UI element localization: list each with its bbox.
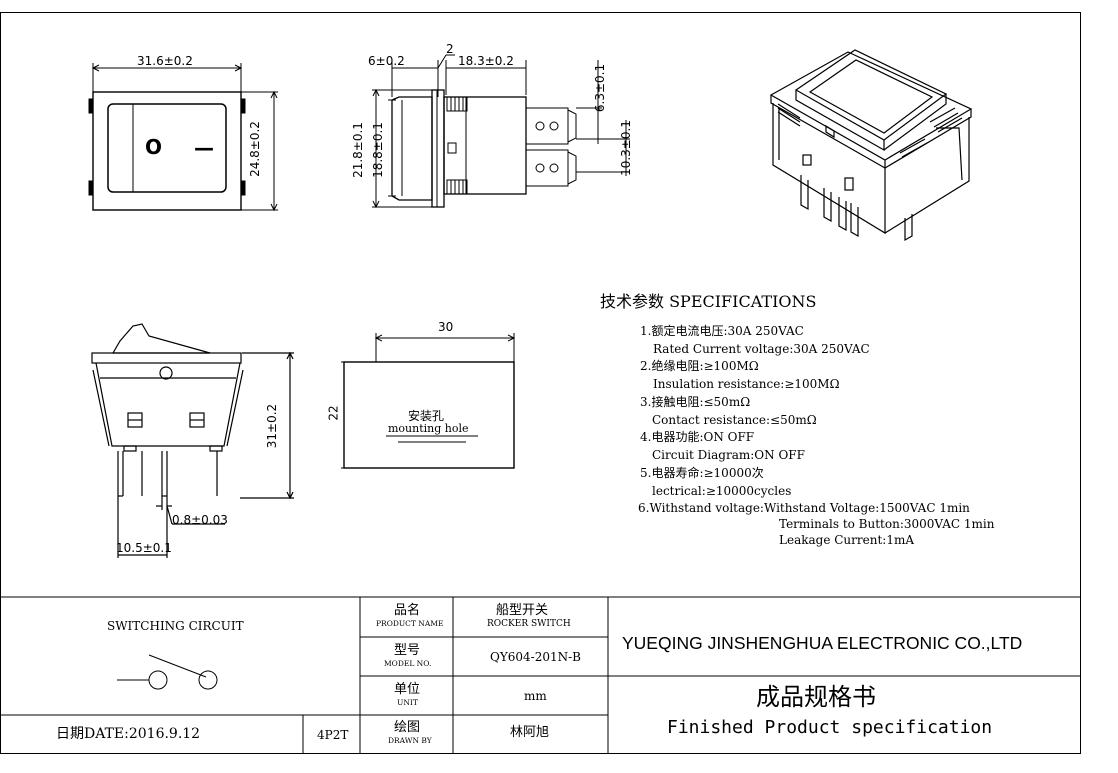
company-name: YUEQING JINSHENGHUA ELECTRONIC CO.,LTD (622, 633, 1023, 653)
date-label: 日期DATE:2016.9.12 (56, 726, 201, 742)
bottom-view (91, 323, 294, 558)
side-dim-right-top: 6.3±0.1 (593, 63, 608, 113)
product-value-en: ROCKER SWITCH (487, 619, 571, 629)
spec-line-1: 1.额定电流电压:30A 250VAC (640, 324, 804, 338)
mounting-hole-label-cn: 安装孔 (408, 409, 445, 423)
off-symbol: O (145, 135, 163, 159)
drawn-value: 林阿旭 (510, 725, 550, 740)
spec-line-11: 6.Withstand voltage:Withstand Voltage:15… (638, 501, 970, 515)
spec-line-12: Terminals to Button:3000VAC 1min (779, 517, 995, 531)
front-height-dim: 24.8±0.2 (247, 121, 262, 177)
spec-line-3: 2.绝缘电阻:≥100MΩ (640, 359, 759, 373)
unit-en: UNIT (397, 698, 418, 707)
pin-pitch-dim: 10.5±0.1 (116, 541, 172, 555)
drawn-cn: 绘图 (394, 720, 421, 735)
model-cn: 型号 (394, 643, 421, 658)
spec-line-5: 3.接触电阻:≤50mΩ (640, 395, 751, 409)
specifications-title: 技术参数 SPECIFICATIONS (600, 292, 817, 311)
side-dim-left-outer: 21.8±0.1 (350, 122, 365, 178)
hole-height-dim: 22 (326, 405, 341, 421)
front-width-dim: 31.6±0.2 (137, 54, 193, 68)
unit-value: mm (524, 689, 547, 703)
pin-width-dim: 0.8±0.03 (172, 513, 228, 527)
side-view (372, 54, 630, 209)
spec-line-7: 4.电器功能:ON OFF (640, 430, 755, 444)
hole-width-dim: 30 (438, 320, 454, 334)
model-value: QY604-201N-B (490, 650, 581, 664)
product-name-cn: 品名 (394, 603, 421, 618)
side-dim-right-bottom: 10.3±0.1 (618, 120, 633, 176)
spec-line-6: Contact resistance:≤50mΩ (652, 413, 817, 427)
title-block (0, 596, 1081, 753)
spec-line-9: 5.电器寿命:≥10000次 (640, 466, 764, 480)
document-title-en: Finished Product specification (667, 717, 993, 738)
side-dim-top-small: 2 (446, 42, 454, 56)
spec-line-4: Insulation resistance:≥100MΩ (653, 377, 840, 391)
sheet-code: 4P2T (317, 728, 349, 742)
switching-circuit-label: SWITCHING CIRCUIT (107, 619, 244, 633)
mounting-hole-label-en: mounting hole (388, 422, 469, 435)
spec-line-8: Circuit Diagram:ON OFF (652, 448, 805, 462)
mounting-hole-view (341, 333, 516, 469)
sheet-border (0, 12, 1081, 754)
on-symbol: — (194, 136, 214, 160)
spec-line-2: Rated Current voltage:30A 250VAC (653, 342, 870, 356)
model-en: MODEL NO. (384, 659, 432, 668)
bottom-height-dim: 31±0.2 (265, 403, 280, 449)
product-value-cn: 船型开关 (496, 603, 549, 618)
drawn-en: DRAWN BY (388, 736, 432, 745)
document-title-cn: 成品规格书 (756, 683, 876, 711)
side-dim-top-right: 18.3±0.2 (458, 54, 514, 68)
unit-cn: 单位 (394, 682, 421, 697)
side-dim-top-left: 6±0.2 (368, 54, 405, 68)
spec-line-10: lectrical:≥10000cycles (652, 484, 792, 498)
front-view (88, 63, 278, 212)
product-name-en: PRODUCT NAME (376, 619, 444, 628)
spec-line-13: Leakage Current:1mA (779, 533, 915, 547)
side-dim-left-inner: 18.8±0.1 (370, 122, 385, 178)
isometric-view (769, 49, 973, 242)
